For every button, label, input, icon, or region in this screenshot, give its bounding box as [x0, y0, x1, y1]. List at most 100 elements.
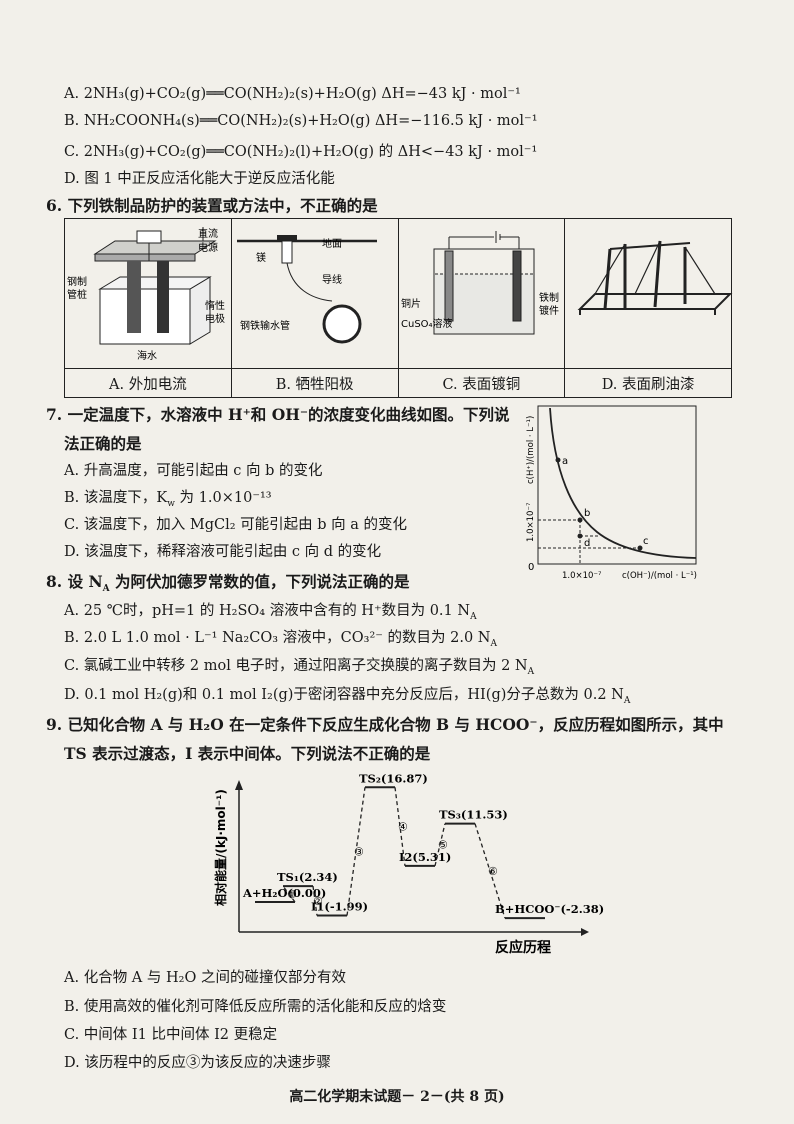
q7-option-b-text: B. 该温度下，K — [64, 490, 168, 506]
step-label-3: ④ — [398, 821, 408, 834]
graph-ytick: 1.0×10⁻⁷ — [526, 502, 536, 542]
energy-profile-chart: 相对能量/(kJ·mol⁻¹) 反应历程 A+H₂O(0.00)① TS₁(2.3… — [213, 771, 604, 956]
q8-option-c-text: C. 氯碱工业中转移 2 mol 电子时，通过阳离子交换膜的离子数目为 2 N — [64, 658, 528, 674]
q7-option-a: A. 升高温度，可能引起由 c 向 b 的变化 — [64, 463, 323, 479]
step-label-5: ⑥ — [488, 865, 498, 878]
q8-option-d-text: D. 0.1 mol H₂(g)和 0.1 mol I₂(g)于密闭容器中充分反… — [64, 687, 624, 703]
label-copper-sheet: 铜片 — [401, 297, 421, 310]
energy-level-label-4: I2(5.31) — [399, 850, 451, 864]
energy-level-label-5: TS₃(11.53) — [439, 808, 508, 822]
painted-rack-figure — [577, 240, 733, 315]
label-magnesium: 镁 — [256, 251, 266, 264]
q5-option-c: C. 2NH₃(g)+CO₂(g)══CO(NH₂)₂(l)+H₂O(g) 的 … — [64, 144, 538, 160]
transition-line-5 — [474, 823, 506, 919]
q8-stem-text: 8. 设 N — [46, 572, 103, 591]
q9-option-c: C. 中间体 I1 比中间体 I2 更稳定 — [64, 1027, 278, 1043]
q7-stem-line2: 法正确的是 — [64, 434, 142, 453]
copper-plating-figure: 铜片 CuSO₄溶液 铁制 镀件 — [401, 231, 559, 335]
label-iron-part: 铁制 — [539, 291, 559, 304]
caption-c: C. 表面镀铜 — [397, 368, 566, 398]
sacrificial-anode-figure: 地面 镁 导线 钢铁输水管 — [236, 235, 377, 344]
label-cuso4-solution: CuSO₄溶液 — [401, 317, 453, 330]
q8-stem-rest: 为阿伏加德罗常数的值，下列说法正确的是 — [109, 572, 410, 591]
q7-option-b-sub: w — [167, 498, 175, 509]
q7-option-c: C. 该温度下，加入 MgCl₂ 可能引起由 b 向 a 的变化 — [64, 517, 408, 533]
label-steel-pile: 钢制 — [67, 275, 87, 288]
point-a — [555, 457, 561, 463]
q8-option-d: D. 0.1 mol H₂(g)和 0.1 mol I₂(g)于密闭容器中充分反… — [64, 683, 630, 706]
label-b: b — [584, 508, 590, 519]
graph-xtick: 1.0×10⁻⁷ — [562, 571, 602, 581]
graph-ylabel: c(H⁺)/(mol · L⁻¹) — [526, 416, 536, 484]
q9-stem-line2: TS 表示过渡态，I 表示中间体。下列说法不正确的是 — [64, 744, 431, 763]
q9-stem-line1: 9. 已知化合物 A 与 H₂O 在一定条件下反应生成化合物 B 与 HCOO⁻… — [46, 715, 724, 734]
figure-d-cell — [564, 218, 733, 369]
step-label-4: ⑤ — [438, 839, 448, 852]
q5-option-d: D. 图 1 中正反应活化能大于逆反应活化能 — [64, 171, 335, 187]
chart-xlabel: 反应历程 — [495, 939, 551, 956]
figure-c-cell: 铜片 CuSO₄溶液 铁制 镀件 — [397, 218, 566, 369]
q8-option-b-sub: A — [490, 638, 497, 649]
q7-option-d: D. 该温度下，稀释溶液可能引起由 c 向 d 的变化 — [64, 544, 382, 560]
q6-figure-table: 直流 电源 钢制 管桩 惰性 电极 海水 地面 镁 导线 钢铁输水管 — [64, 218, 733, 398]
q8-option-c-sub: A — [527, 666, 535, 677]
q9-option-d: D. 该历程中的反应③为该反应的决速步骤 — [64, 1055, 331, 1071]
step-label-2: ③ — [354, 845, 364, 858]
label-inert-electrode-2: 电极 — [205, 312, 225, 325]
q9-option-a: A. 化合物 A 与 H₂O 之间的碰撞仅部分有效 — [64, 970, 346, 986]
energy-level-label-6: B+HCOO⁻(-2.38) — [495, 902, 604, 916]
transition-line-3 — [394, 787, 406, 866]
label-water-pipe: 钢铁输水管 — [240, 319, 290, 332]
step-label-0: ① — [287, 888, 297, 901]
q8-option-b-text: B. 2.0 L 1.0 mol · L⁻¹ Na₂CO₃ 溶液中，CO₃²⁻ … — [64, 630, 491, 646]
q8-option-b: B. 2.0 L 1.0 mol · L⁻¹ Na₂CO₃ 溶液中，CO₃²⁻ … — [64, 626, 497, 649]
page-footer: 高二化学期末试题－ 2－(共 8 页) — [289, 1089, 505, 1105]
label-c: c — [643, 536, 649, 547]
transition-line-1 — [312, 886, 318, 916]
transition-line-0 — [282, 885, 296, 903]
energy-level-label-0: A+H₂O(0.00) — [242, 886, 326, 900]
transition-line-2 — [346, 787, 366, 916]
point-b — [577, 517, 583, 523]
point-c — [637, 545, 643, 551]
label-power-2: 电源 — [198, 241, 218, 254]
water-ion-graph: a b c d 0 1.0×10⁻⁷ c(OH⁻)/(mol · L⁻¹) 1.… — [526, 405, 697, 581]
energy-level-label-1: TS₁(2.34) — [277, 870, 338, 884]
energy-level-label-2: I1(-1.99) — [311, 900, 368, 914]
graph-xlabel: c(OH⁻)/(mol · L⁻¹) — [622, 571, 697, 581]
q7-option-b-rest: 为 1.0×10⁻¹³ — [174, 490, 272, 506]
q8-option-a-text: A. 25 ℃时，pH=1 的 H₂SO₄ 溶液中含有的 H⁺数目为 0.1 N — [64, 603, 471, 619]
q8-stem-sub: A — [102, 584, 110, 595]
q8-option-a: A. 25 ℃时，pH=1 的 H₂SO₄ 溶液中含有的 H⁺数目为 0.1 N… — [64, 599, 477, 622]
q8-option-d-sub: A — [623, 695, 631, 706]
label-iron-part-2: 镀件 — [539, 304, 559, 317]
label-ground: 地面 — [322, 237, 342, 250]
label-d: d — [584, 538, 590, 549]
transition-line-4 — [434, 823, 446, 867]
q5-option-a: A. 2NH₃(g)+CO₂(g)══CO(NH₂)₂(s)+H₂O(g) ΔH… — [64, 86, 521, 102]
impressed-current-figure: 直流 电源 钢制 管桩 惰性 电极 海水 — [67, 227, 225, 362]
chart-ylabel: 相对能量/(kJ·mol⁻¹) — [213, 789, 228, 906]
point-d — [577, 533, 583, 539]
figure-b-cell: 地面 镁 导线 钢铁输水管 — [230, 218, 399, 369]
label-a: a — [562, 456, 568, 467]
energy-level-label-3: TS₂(16.87) — [359, 771, 428, 785]
figure-a-cell: 直流 电源 钢制 管桩 惰性 电极 海水 — [64, 218, 232, 369]
label-power: 直流 — [198, 227, 218, 240]
caption-a: A. 外加电流 — [64, 368, 232, 398]
label-steel-pile-2: 管桩 — [67, 288, 87, 301]
q8-option-a-sub: A — [470, 611, 477, 622]
caption-d: D. 表面刷油漆 — [564, 368, 732, 398]
q8-option-c: C. 氯碱工业中转移 2 mol 电子时，通过阳离子交换膜的离子数目为 2 NA — [64, 654, 534, 677]
q6-stem: 6. 下列铁制品防护的装置或方法中，不正确的是 — [46, 196, 378, 215]
q7-stem-line1: 7. 一定温度下，水溶液中 H⁺和 OH⁻的浓度变化曲线如图。下列说 — [46, 405, 510, 424]
q5-option-b: B. NH₂COONH₄(s)══CO(NH₂)₂(s)+H₂O(g) ΔH=−… — [64, 113, 538, 129]
q7-option-b: B. 该温度下，Kw 为 1.0×10⁻¹³ — [64, 486, 272, 509]
q8-stem: 8. 设 NA 为阿伏加德罗常数的值，下列说法正确的是 — [46, 570, 410, 594]
caption-b: B. 牺牲阳极 — [230, 368, 399, 398]
step-label-1: ② — [313, 895, 323, 908]
label-wire: 导线 — [322, 273, 342, 286]
graph-origin: 0 — [528, 562, 534, 573]
label-inert-electrode: 惰性 — [205, 299, 225, 312]
label-seawater: 海水 — [137, 349, 157, 362]
